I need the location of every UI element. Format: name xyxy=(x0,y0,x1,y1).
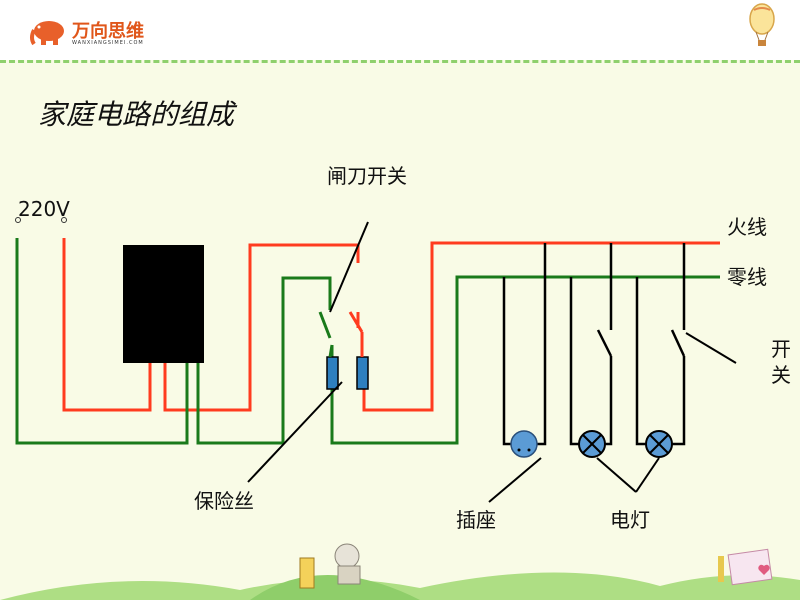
slide-title: 家庭电路的组成 xyxy=(38,98,235,131)
label-fuse: 保险丝 xyxy=(194,489,254,513)
fuse-left xyxy=(326,356,339,390)
terminal-live xyxy=(61,217,67,223)
label-switch-2: 关 xyxy=(771,363,791,387)
branch-wires xyxy=(502,243,686,446)
hot-air-balloon-icon xyxy=(749,3,775,46)
leader-lines xyxy=(247,221,737,503)
top-bar xyxy=(0,0,800,60)
label-switch-1: 开 xyxy=(771,337,791,361)
neutral-wire-path xyxy=(15,238,720,445)
label-neutral-wire: 零线 xyxy=(727,265,767,289)
terminal-neutral xyxy=(15,217,21,223)
knife-blade xyxy=(348,311,364,333)
fuse-right xyxy=(356,356,369,390)
lamp-icon-2 xyxy=(645,430,673,458)
dashed-divider xyxy=(0,60,800,63)
label-live-wire: 火线 xyxy=(727,215,767,239)
cartoon-landscape-icon xyxy=(0,543,800,600)
logo-name: 万向思维 xyxy=(72,21,144,42)
elephant-logo-icon xyxy=(30,21,64,46)
lamp-icon-1 xyxy=(578,430,606,458)
label-socket: 插座 xyxy=(456,508,496,532)
label-voltage: 220V xyxy=(18,197,70,221)
label-knife-switch: 闸刀开关 xyxy=(327,164,407,188)
logo-subtitle: WANXIANGSIMEI.COM xyxy=(72,40,144,46)
socket-icon xyxy=(510,430,538,458)
logo: 万向思维 xyxy=(28,14,144,50)
electric-meter xyxy=(123,245,204,363)
label-lamp: 电灯 xyxy=(610,508,650,532)
